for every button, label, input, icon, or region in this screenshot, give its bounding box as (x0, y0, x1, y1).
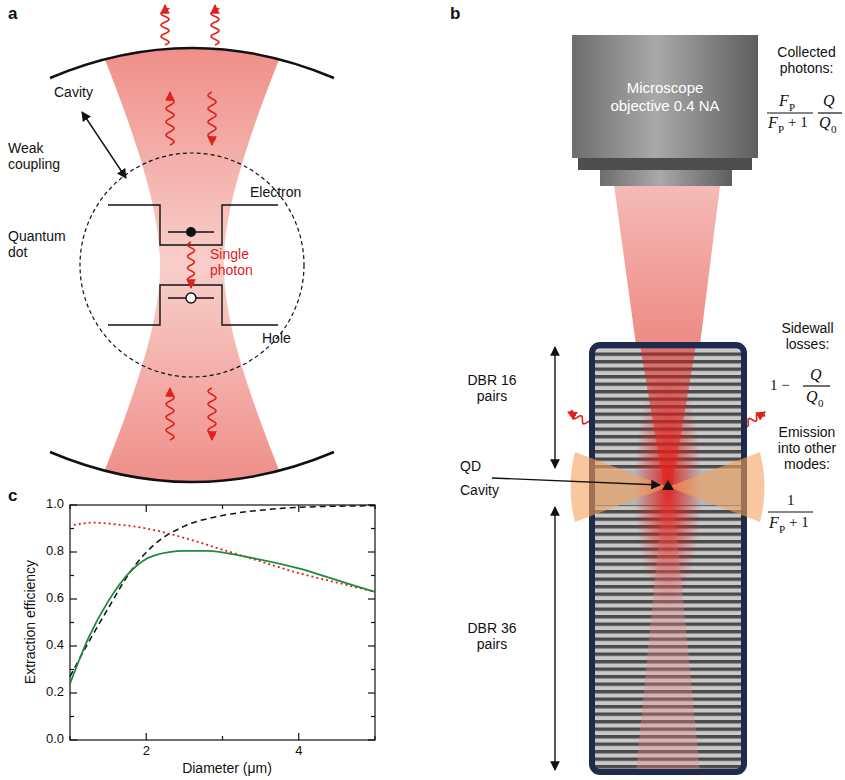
label: Sidewall losses: (770, 320, 845, 352)
efficiency-curve (70, 551, 375, 684)
cavity-beam (97, 40, 287, 490)
tick-label: 0.0 (30, 732, 64, 747)
plot-curves (70, 506, 375, 684)
label: DBR 36 pairs (452, 620, 532, 652)
label: Extraction efficiency (22, 542, 38, 702)
label: P (789, 101, 795, 114)
label: DBR 16 pairs (452, 372, 532, 404)
plot-frame (70, 505, 375, 740)
micropillar (592, 345, 744, 772)
pillar-wall (592, 345, 744, 772)
band-diagram (108, 205, 278, 325)
label: Collected photons: (768, 44, 845, 76)
emission-cone (571, 452, 765, 522)
tick-label: 0.8 (30, 544, 64, 559)
label: Hole (262, 330, 291, 346)
label: Q (823, 92, 835, 110)
label: Electron (250, 184, 301, 200)
label: F (779, 92, 789, 110)
label: Weak coupling (8, 140, 78, 172)
tick-label: 1.0 (30, 497, 64, 512)
label: Emission into other modes: (769, 424, 845, 472)
node-text: Microscope objective 0.4 NA (610, 79, 720, 114)
label: Q (819, 114, 831, 132)
dot-circle (80, 153, 304, 377)
photon-wave (166, 388, 174, 440)
objective-label: Microscope objective 0.4 NA (572, 35, 758, 158)
label: F (769, 514, 779, 532)
mirror (50, 452, 334, 482)
objective-body (572, 35, 758, 158)
objective-ring (578, 158, 752, 170)
label: 0 (831, 123, 837, 136)
panel-letter: a (8, 4, 17, 24)
photon-wave (568, 411, 592, 425)
hole (186, 293, 196, 303)
panel-letter: b (450, 4, 460, 24)
axis-ticks (70, 505, 375, 740)
pointer-arrow (492, 478, 660, 485)
collected-beam (612, 170, 722, 345)
efficiency-curve (74, 523, 375, 592)
label: + 1 (788, 114, 808, 131)
dimension-arrow (554, 347, 555, 468)
label: QD (460, 458, 481, 474)
label: Cavity (54, 84, 93, 100)
photon-wave (166, 92, 174, 145)
mirror (50, 48, 334, 78)
electron (186, 227, 196, 237)
photon-wave (208, 92, 216, 145)
label: 1 (787, 492, 795, 509)
quantum-dot (662, 480, 674, 490)
label: + 1 (789, 514, 809, 531)
label: Q (810, 366, 822, 384)
label: Single photon (210, 246, 270, 278)
photon-wave (744, 412, 765, 426)
label: Diameter (μm) (142, 760, 312, 776)
label: 1 − (770, 377, 790, 394)
photon-wave (211, 5, 219, 45)
photon-wave (188, 242, 195, 288)
tick-label: 4 (284, 744, 314, 759)
label: 0 (818, 397, 824, 410)
photon-wave (208, 388, 216, 440)
tick-label: 0.2 (30, 685, 64, 700)
panel-letter: c (8, 486, 17, 506)
objective-nose (600, 170, 732, 186)
label: F (768, 114, 778, 132)
label: Cavity (460, 482, 499, 498)
label: Q (806, 388, 818, 406)
tick-label: 2 (131, 744, 161, 759)
dimension-arrow (554, 507, 555, 770)
label: P (779, 523, 785, 536)
label: P (778, 123, 784, 136)
photon-wave (161, 5, 169, 45)
coupling-arrow (82, 112, 126, 178)
label: Quantum dot (8, 228, 78, 260)
